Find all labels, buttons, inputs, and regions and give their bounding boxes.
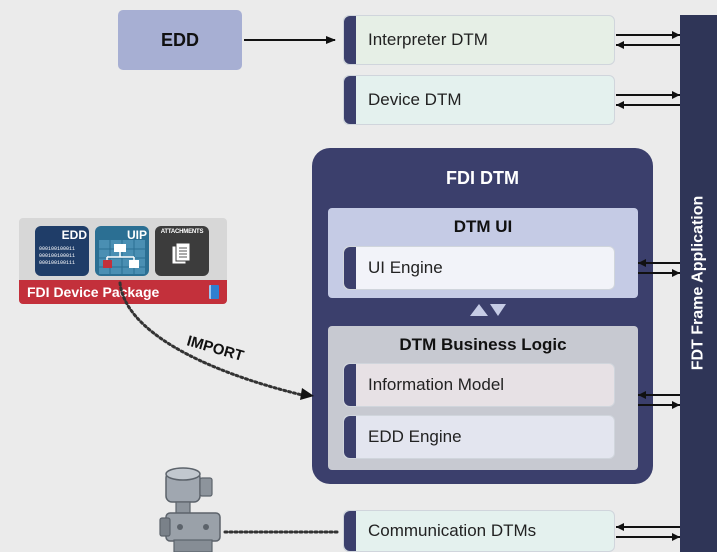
dtm-business-logic-title: DTM Business Logic: [399, 335, 567, 354]
ui-engine-label: UI Engine: [368, 258, 443, 277]
communication-dtms-box: Communication DTMs: [343, 510, 615, 552]
import-dotted-path: [118, 281, 304, 397]
book-icon: [209, 285, 219, 299]
interpreter-frame-arrows: [616, 31, 680, 49]
bidirectional-arrows-icon: [470, 304, 506, 316]
fdi-device-package: EDD 000100100011 000100100011 0001001001…: [19, 218, 227, 304]
business-logic-frame-arrows: [638, 391, 680, 409]
import-label: IMPORT: [185, 333, 246, 365]
edd-engine-box: EDD Engine: [343, 415, 615, 459]
device-frame-arrows: [616, 91, 680, 109]
fdt-frame-label: FDT Frame Application: [690, 196, 707, 371]
dtm-ui-title: DTM UI: [453, 217, 513, 236]
document-stack-icon: [171, 242, 191, 265]
package-edd-binary-1: 000100100011: [39, 253, 76, 259]
interpreter-dtm-label: Interpreter DTM: [368, 30, 488, 49]
fdi-device-package-label: FDI Device Package: [27, 284, 160, 300]
frame-arrows-group: [616, 31, 680, 541]
information-model-box: Information Model: [343, 363, 615, 407]
device-dtm-label: Device DTM: [368, 90, 462, 109]
fdt-frame-label-svg: FDT Frame Application: [690, 196, 707, 371]
communication-frame-arrows: [616, 523, 680, 541]
pressure-transmitter-icon: [159, 467, 221, 552]
ui-engine-box: UI Engine: [343, 246, 615, 290]
package-edd-tile-label: EDD: [61, 228, 87, 242]
package-edd-tile: EDD 000100100011 000100100011 0001001001…: [35, 226, 89, 276]
communication-dtms-label: Communication DTMs: [368, 521, 537, 540]
package-attachments-tile-label: ATTACHMENTS: [160, 229, 204, 235]
package-edd-binary-2: 000100100111: [39, 260, 76, 266]
device-dtm-box: Device DTM: [343, 75, 615, 125]
package-attachments-tile: ATTACHMENTS: [155, 226, 209, 276]
fdi-dtm-title: FDI DTM: [446, 168, 519, 188]
uip-diagram-icon: [99, 240, 145, 274]
fdt-frame-application-bar: [680, 15, 717, 552]
ui-engine-frame-arrows: [638, 259, 680, 277]
edd-source-box: EDD: [118, 10, 242, 70]
import-arrowhead-icon: [300, 388, 314, 400]
information-model-label: Information Model: [368, 375, 505, 394]
edd-source-label: EDD: [160, 29, 199, 50]
package-edd-binary-0: 000100100011: [39, 246, 76, 252]
interpreter-dtm-box: Interpreter DTM: [343, 15, 615, 65]
package-uip-tile: UIP: [95, 226, 149, 276]
edd-engine-label: EDD Engine: [368, 427, 462, 446]
package-uip-tile-label: UIP: [126, 228, 147, 242]
